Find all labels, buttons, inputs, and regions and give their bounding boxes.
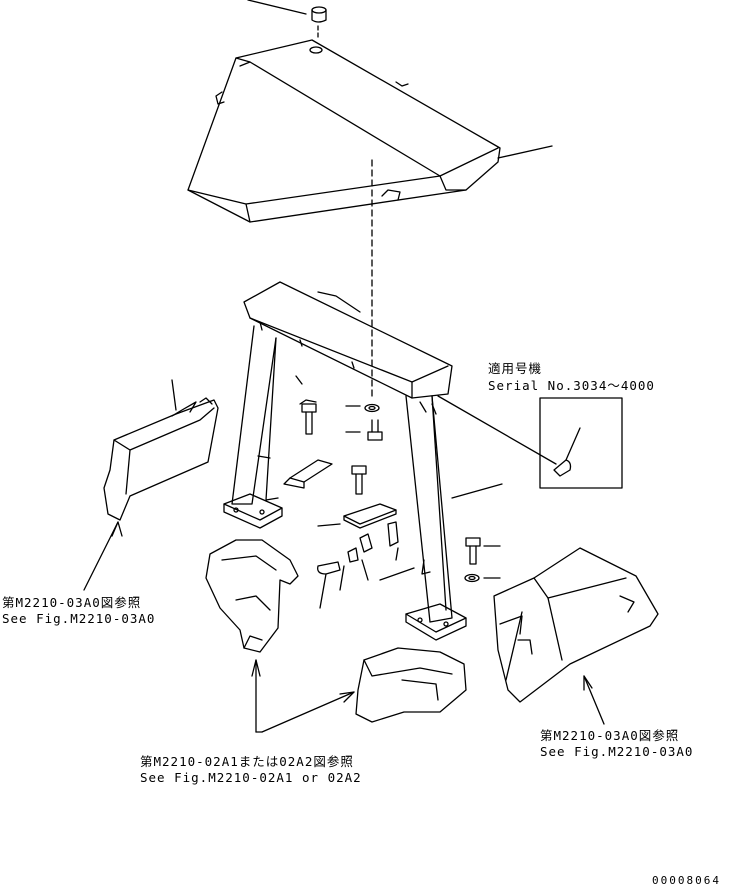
serial-inset-box	[539, 397, 623, 489]
center-lower-block	[355, 647, 467, 723]
bolt-mid	[345, 419, 383, 441]
bolt-lower	[351, 465, 367, 495]
leader-line-roof	[497, 145, 553, 159]
ref-bottom-jp: 第M2210-02A1または02A2図参照	[140, 754, 354, 769]
ref-line-bottom-center	[261, 691, 355, 733]
rops-frame	[223, 281, 467, 641]
leader-line-cap	[247, 0, 307, 15]
ref-arrow-left	[83, 521, 119, 591]
bolt-right	[464, 537, 501, 583]
ref-right-en: See Fig.M2210-03A0	[540, 744, 694, 759]
ref-right-jp: 第M2210-03A0図参照	[540, 728, 680, 743]
leader-line-right	[505, 611, 523, 681]
small-bracket-left	[283, 459, 333, 489]
ref-bottom-en: See Fig.M2210-02A1 or 02A2	[140, 770, 362, 785]
leader-line-frame	[451, 483, 503, 499]
ref-arrow-right	[583, 675, 605, 725]
bracket-plate	[317, 503, 397, 529]
leader-line-inset	[437, 395, 557, 465]
roof-panel	[187, 39, 501, 223]
serial-range: Serial No.3034～4000	[488, 378, 655, 393]
bolt-group-left	[295, 375, 317, 435]
ref-left-en: See Fig.M2210-03A0	[2, 611, 156, 626]
drawing-number: 00008064	[652, 874, 721, 887]
clip-parts	[317, 521, 415, 609]
right-floor-frame	[493, 547, 659, 703]
washer-upper	[364, 403, 380, 413]
left-side-cover	[103, 379, 219, 521]
serial-title: 適用号機	[488, 361, 543, 376]
cap-plug	[311, 6, 327, 23]
ref-left-jp: 第M2210-03A0図参照	[2, 595, 142, 610]
left-lower-block	[205, 539, 299, 653]
